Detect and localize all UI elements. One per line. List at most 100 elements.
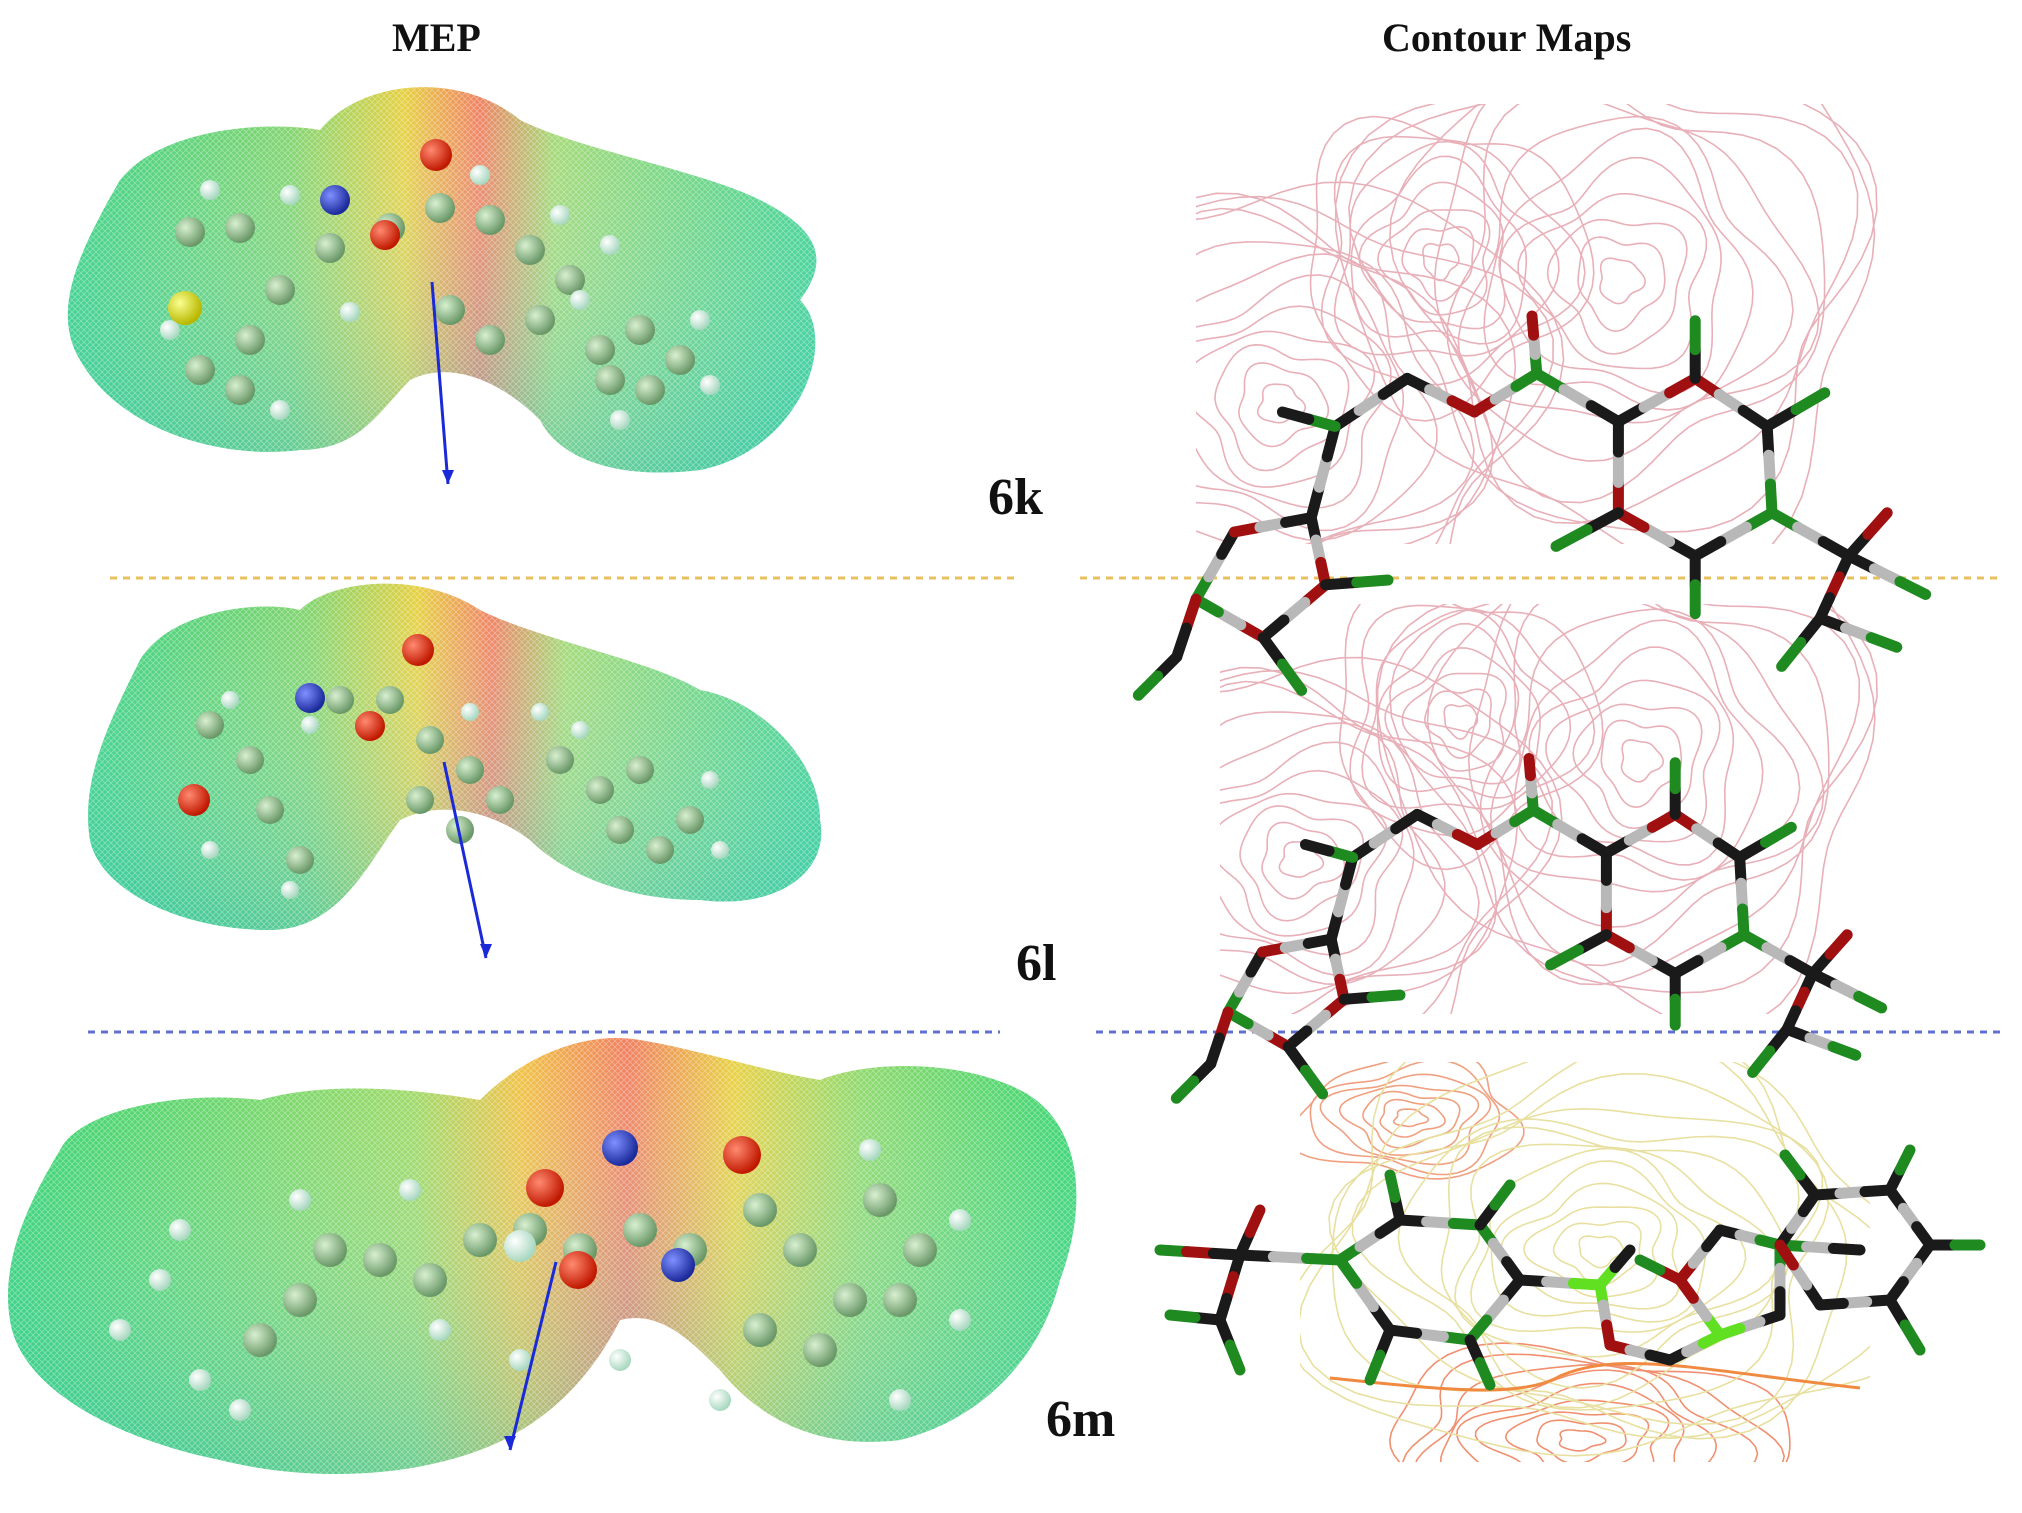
hydrogen-atom bbox=[709, 1389, 731, 1411]
nitrogen-atom bbox=[295, 683, 325, 713]
carbon-atom bbox=[416, 726, 444, 754]
bond-stick bbox=[1234, 1249, 1279, 1263]
contour-line bbox=[1220, 741, 1415, 977]
carbon-atom bbox=[676, 806, 704, 834]
carbon-atom bbox=[326, 686, 354, 714]
bond-stick bbox=[1267, 1251, 1313, 1264]
hydrogen-atom bbox=[229, 1399, 251, 1421]
contour-line bbox=[1440, 1126, 1790, 1389]
carbon-atom bbox=[286, 846, 314, 874]
carbon-atom bbox=[783, 1233, 817, 1267]
contour-line bbox=[1338, 604, 1604, 871]
contour-map-6k bbox=[1196, 104, 1878, 544]
carbon-atom bbox=[595, 365, 625, 395]
hydrogen-atom bbox=[550, 205, 570, 225]
contour-line bbox=[1348, 104, 1878, 533]
contour-line bbox=[1220, 680, 1498, 1014]
contour-line bbox=[1309, 1062, 1501, 1176]
hydrogen-atom bbox=[949, 1309, 971, 1331]
contour-line bbox=[1349, 604, 1596, 837]
contour-line bbox=[1443, 704, 1479, 740]
carbon-atom bbox=[425, 193, 455, 223]
hydrogen-atom bbox=[600, 235, 620, 255]
carbon-atom bbox=[555, 265, 585, 295]
bond-stick bbox=[1776, 636, 1807, 672]
hydrogen-atom bbox=[711, 841, 729, 859]
carbon-atom bbox=[235, 325, 265, 355]
carbon-atom bbox=[803, 1333, 837, 1367]
carbon-atom bbox=[236, 746, 264, 774]
hydrogen-atom bbox=[289, 1189, 311, 1211]
bond-stick bbox=[1276, 406, 1315, 425]
hydrogen-atom bbox=[531, 703, 549, 721]
contour-line bbox=[1309, 115, 1595, 422]
sulfur-atom bbox=[168, 291, 202, 325]
bond-stick bbox=[1827, 1041, 1862, 1061]
contour-line bbox=[1422, 242, 1460, 282]
contour-line bbox=[1397, 1118, 1800, 1409]
carbon-atom bbox=[315, 233, 345, 263]
bond-stick bbox=[1862, 507, 1893, 540]
carbon-atom bbox=[265, 275, 295, 305]
carbon-atom bbox=[606, 816, 634, 844]
contour-line bbox=[1350, 155, 1528, 345]
bond-stick bbox=[1894, 1144, 1916, 1176]
contour-line bbox=[1376, 604, 1876, 1014]
contour-line bbox=[1558, 1429, 1607, 1452]
hydrogen-atom bbox=[609, 1349, 631, 1371]
contour-line bbox=[1196, 192, 1517, 544]
contour-line bbox=[1220, 656, 1563, 1014]
contour-line bbox=[1196, 241, 1475, 544]
contour-line bbox=[1523, 1206, 1662, 1298]
bond-stick bbox=[1865, 632, 1903, 653]
carbon-atom bbox=[406, 786, 434, 814]
contour-line bbox=[1455, 1382, 1685, 1462]
hydrogen-atom bbox=[429, 1319, 451, 1341]
oxygen-atom bbox=[370, 220, 400, 250]
hydrogen-atom bbox=[859, 1139, 881, 1161]
hydrogen-atom bbox=[571, 721, 589, 739]
bond-stick bbox=[1545, 944, 1584, 971]
contour-line bbox=[1388, 104, 1859, 525]
carbon-atom bbox=[475, 205, 505, 235]
bond-stick bbox=[1384, 1169, 1401, 1203]
hydrogen-atom bbox=[201, 841, 219, 859]
bond-stick bbox=[1224, 1339, 1246, 1376]
bond-stick bbox=[1364, 1349, 1386, 1386]
carbon-atom bbox=[863, 1183, 897, 1217]
contour-line bbox=[1388, 1342, 1791, 1462]
carbon-atom bbox=[376, 686, 404, 714]
dipole-arrow bbox=[430, 281, 450, 485]
contour-line bbox=[1261, 821, 1346, 900]
mep-surface-6m bbox=[8, 1038, 1077, 1474]
carbon-atom bbox=[435, 295, 465, 325]
bond-stick bbox=[1790, 387, 1831, 416]
hydrogen-atom bbox=[889, 1389, 911, 1411]
contour-line bbox=[1220, 711, 1480, 995]
nitrogen-atom bbox=[320, 185, 350, 215]
bond-stick bbox=[1827, 1242, 1866, 1256]
bond-stick bbox=[1760, 821, 1797, 848]
carbon-atom bbox=[363, 1243, 397, 1277]
carbon-atom bbox=[256, 796, 284, 824]
carbon-atom bbox=[225, 375, 255, 405]
contour-map-6l bbox=[1220, 604, 1878, 1014]
contour-line bbox=[1552, 1220, 1642, 1286]
carbon-atom bbox=[243, 1323, 277, 1357]
carbon-atom bbox=[515, 235, 545, 265]
dipole-arrow bbox=[442, 761, 488, 959]
contour-line bbox=[1577, 236, 1666, 333]
carbon-atom bbox=[225, 213, 255, 243]
bond-stick bbox=[1609, 1244, 1636, 1273]
hydrogen-atom bbox=[160, 320, 180, 340]
bond-stick bbox=[1550, 524, 1593, 552]
mep-surface-6k bbox=[67, 87, 817, 485]
contour-line bbox=[1238, 362, 1330, 448]
contour-line bbox=[1220, 792, 1389, 937]
contour-line bbox=[1361, 609, 1572, 810]
bond-stick bbox=[1132, 670, 1164, 701]
bond-stick bbox=[1774, 1239, 1799, 1271]
carbon-atom bbox=[585, 335, 615, 365]
carbon-atom bbox=[456, 756, 484, 784]
hydrogen-atom bbox=[470, 165, 490, 185]
